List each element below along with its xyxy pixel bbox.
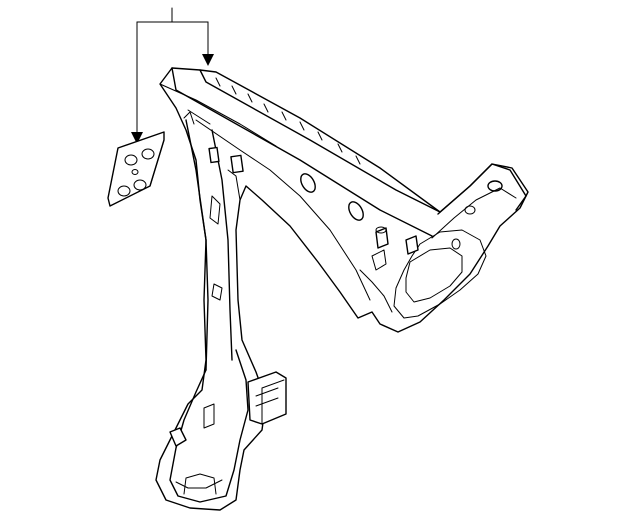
arrow-head-pillar	[202, 54, 214, 66]
reinforcement-plate	[107, 131, 165, 207]
callout-leader	[131, 7, 214, 144]
arrow-head-plate	[131, 132, 143, 144]
front-pillar-apron-assembly	[155, 67, 529, 511]
